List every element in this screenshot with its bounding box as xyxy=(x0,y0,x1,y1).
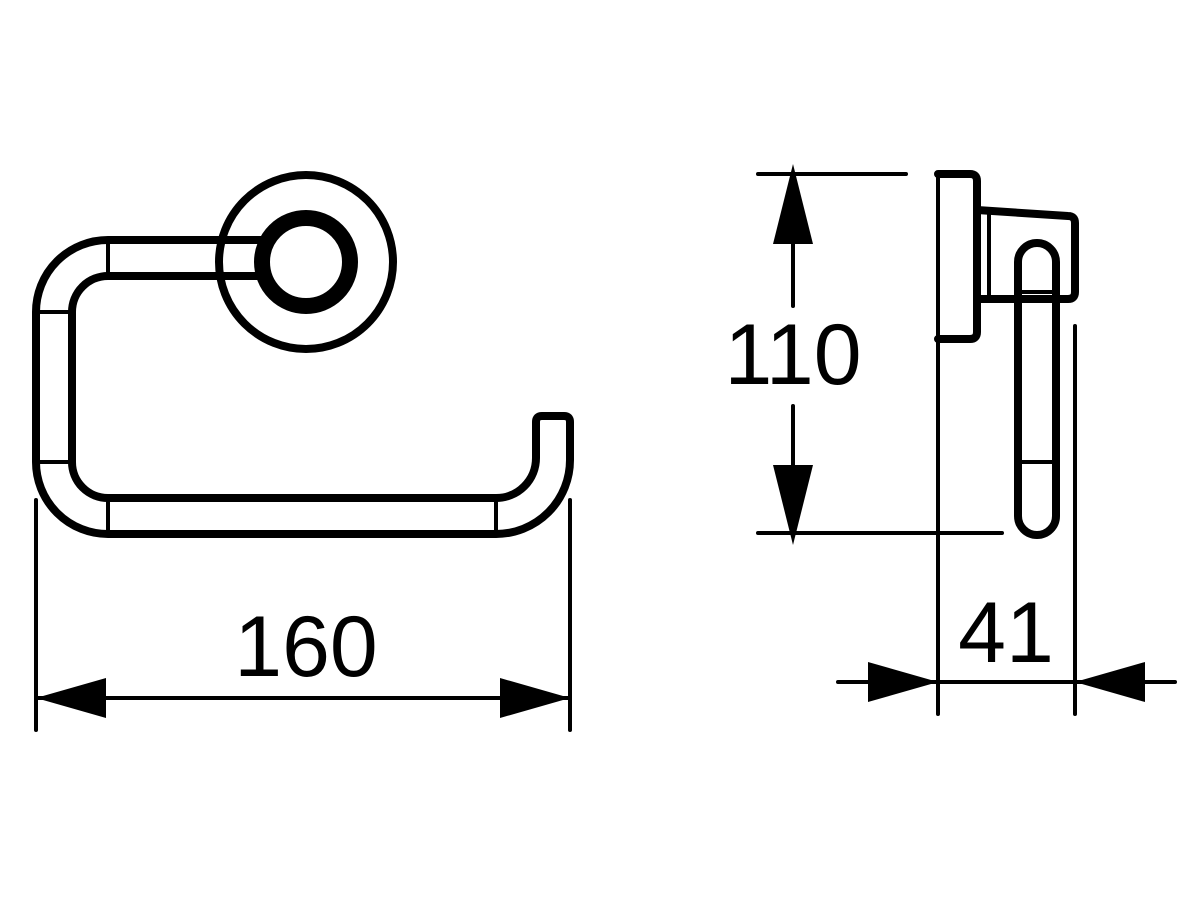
arm-bracket xyxy=(973,206,1079,303)
width-dimension: 160 xyxy=(34,498,572,732)
side-view: 110 41 xyxy=(724,164,1177,716)
arrowhead-top xyxy=(773,164,813,244)
front-view: 160 xyxy=(32,171,574,732)
depth-dimension-label: 41 xyxy=(958,585,1054,681)
holder-arm xyxy=(32,236,574,538)
height-dimension-label: 110 xyxy=(724,307,861,403)
rosette-inner-ring xyxy=(254,210,358,314)
width-dimension-label: 160 xyxy=(234,599,378,695)
arrowhead-left xyxy=(36,678,106,718)
arrowhead-bottom xyxy=(773,465,813,545)
wall-plate xyxy=(934,170,981,343)
arrowhead-right-outer xyxy=(1075,662,1145,702)
hanging-bar xyxy=(1014,239,1060,539)
rosette-outer-circle xyxy=(215,171,397,353)
bar-contour xyxy=(1014,239,1060,539)
height-dimension: 110 xyxy=(724,164,1004,545)
depth-dimension: 41 xyxy=(836,324,1177,716)
arm-outer-contour xyxy=(32,236,574,538)
arrowhead-right xyxy=(500,678,570,718)
arrowhead-left-outer xyxy=(868,662,938,702)
wall-rosette xyxy=(215,171,397,353)
